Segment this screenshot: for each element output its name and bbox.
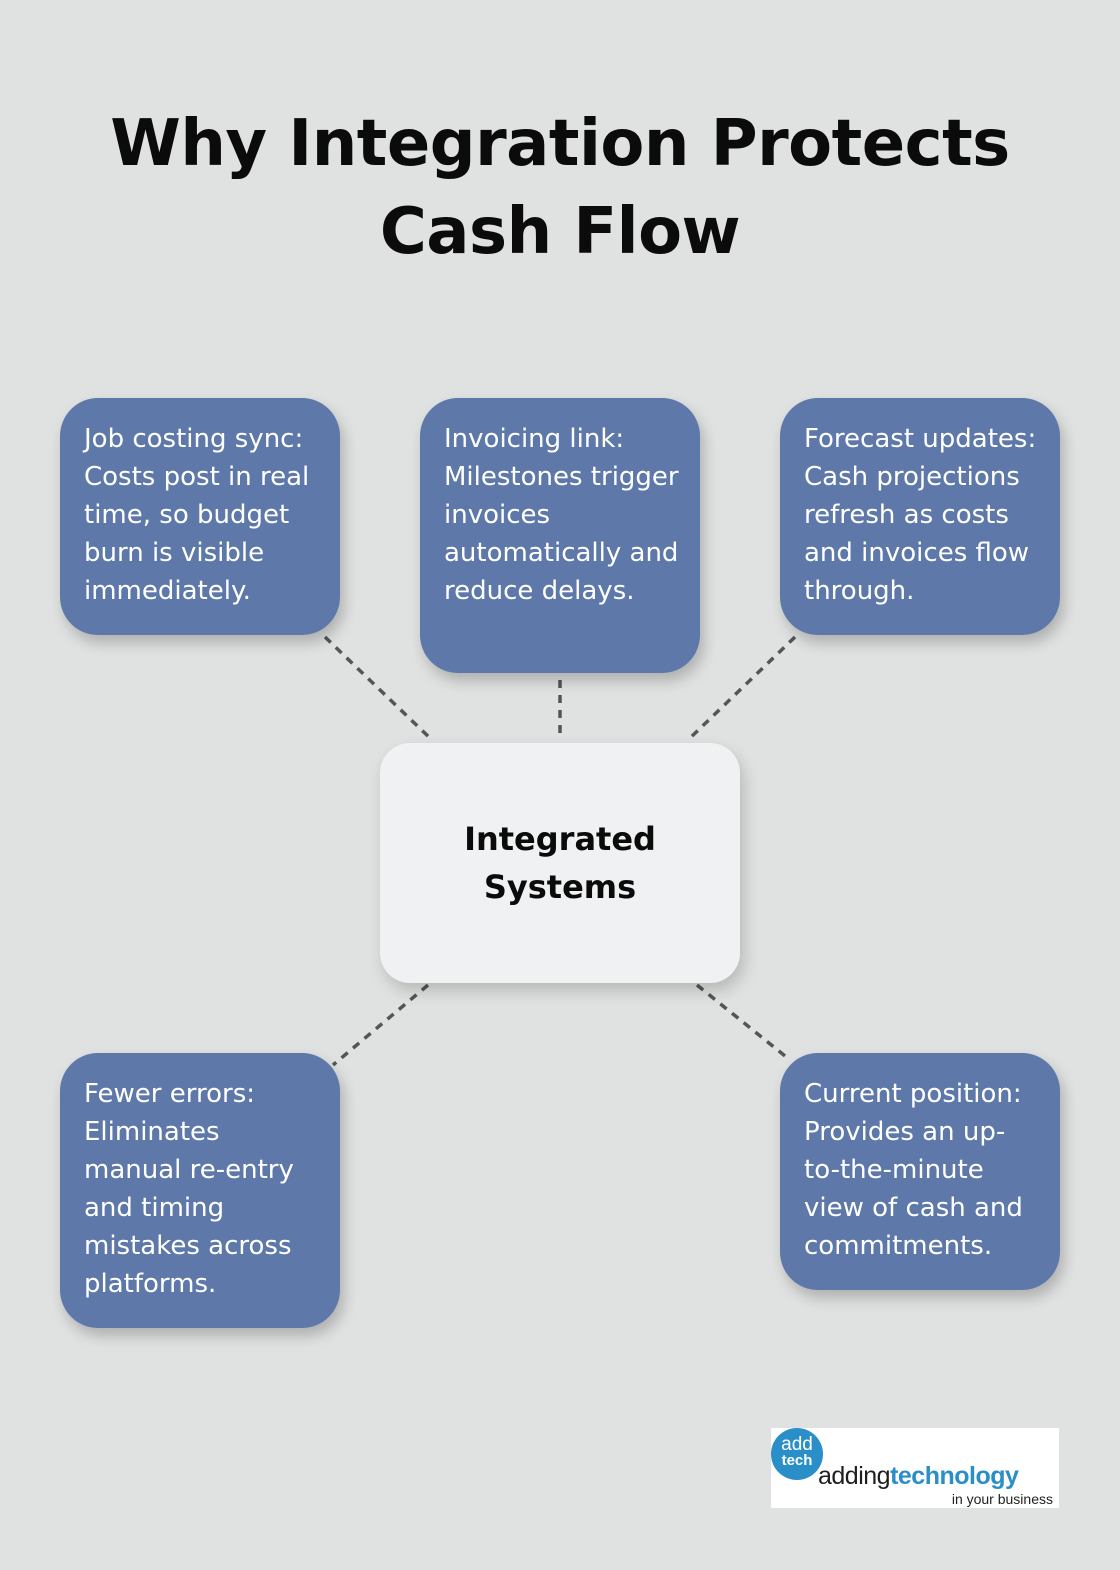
logo-word-part2: technology (890, 1462, 1019, 1490)
node-text: Job costing sync: Costs post in real tim… (84, 424, 310, 606)
node-invoicing-link: Invoicing link: Milestones trigger invoi… (420, 398, 700, 673)
node-forecast-updates: Forecast updates: Cash projections refre… (780, 398, 1060, 635)
company-logo: add tech addingtechnology in your busine… (771, 1428, 1059, 1508)
center-label: Integrated Systems (464, 820, 656, 906)
page-title: Why Integration Protects Cash Flow (110, 107, 1010, 269)
logo-wordmark: addingtechnology (818, 1462, 1019, 1490)
center-node-integrated-systems: Integrated Systems (380, 743, 740, 983)
node-fewer-errors: Fewer errors: Eliminates manual re-entry… (60, 1053, 340, 1328)
node-text: Current position: Provides an up-to-the-… (804, 1079, 1023, 1261)
connector-job-costing (323, 635, 434, 742)
connector-fewer-errors (331, 983, 430, 1067)
connector-forecast (686, 635, 797, 742)
connector-current-position (695, 983, 792, 1062)
node-text: Forecast updates: Cash projections refre… (804, 424, 1037, 606)
node-text: Invoicing link: Milestones trigger invoi… (444, 424, 679, 606)
logo-badge-icon: add tech (771, 1428, 823, 1480)
node-job-costing-sync: Job costing sync: Costs post in real tim… (60, 398, 340, 635)
logo-badge-top: add (781, 1434, 813, 1455)
logo-word-part1: adding (818, 1462, 891, 1490)
logo-tagline: in your business (951, 1491, 1053, 1507)
logo-badge-bottom: tech (781, 1452, 813, 1469)
node-current-position: Current position: Provides an up-to-the-… (780, 1053, 1060, 1290)
node-text: Fewer errors: Eliminates manual re-entry… (84, 1079, 294, 1299)
